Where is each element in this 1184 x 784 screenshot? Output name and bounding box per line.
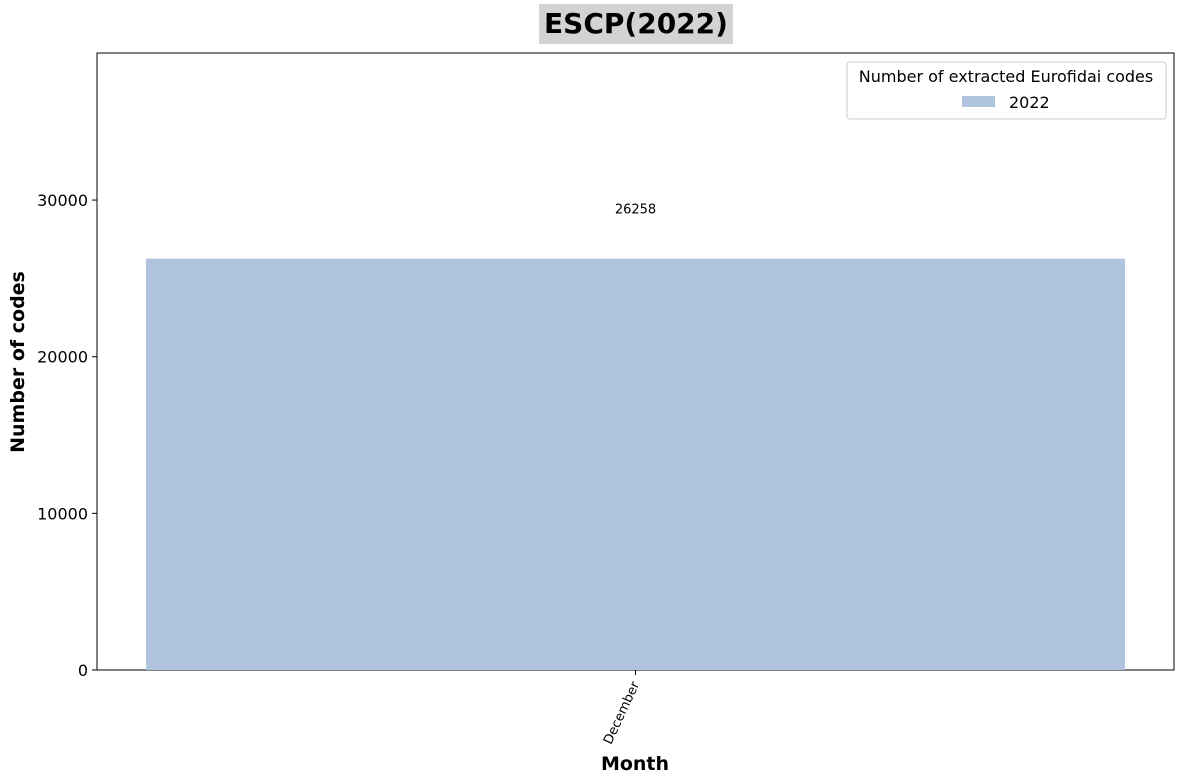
y-axis: 0 10000 20000 30000 xyxy=(37,191,97,680)
x-tick-label-december: December xyxy=(601,679,643,747)
y-tick-label: 20000 xyxy=(37,348,88,367)
legend-entry-2022: 2022 xyxy=(1009,93,1050,112)
legend-frame xyxy=(846,61,1167,120)
chart-title: ESCP(2022) xyxy=(544,7,728,40)
data-labels-layer: 26258 xyxy=(615,203,656,218)
y-tick-label: 10000 xyxy=(37,504,88,523)
legend: Number of extracted Eurofidai codes 2022 xyxy=(846,61,1167,120)
chart-title-background xyxy=(539,4,733,44)
legend-swatch-2022 xyxy=(962,96,995,107)
x-axis-label: Month xyxy=(601,753,669,775)
y-tick-label: 30000 xyxy=(37,191,88,210)
y-tick-label: 0 xyxy=(78,661,88,680)
legend-title: Number of extracted Eurofidai codes xyxy=(859,67,1153,86)
y-axis-label: Number of codes xyxy=(7,271,29,453)
bar-december xyxy=(146,258,1125,670)
data-label-december: 26258 xyxy=(615,203,656,218)
bars-layer xyxy=(146,258,1125,670)
chart-title-group: ESCP(2022) xyxy=(539,4,733,44)
x-axis: December xyxy=(601,670,643,747)
